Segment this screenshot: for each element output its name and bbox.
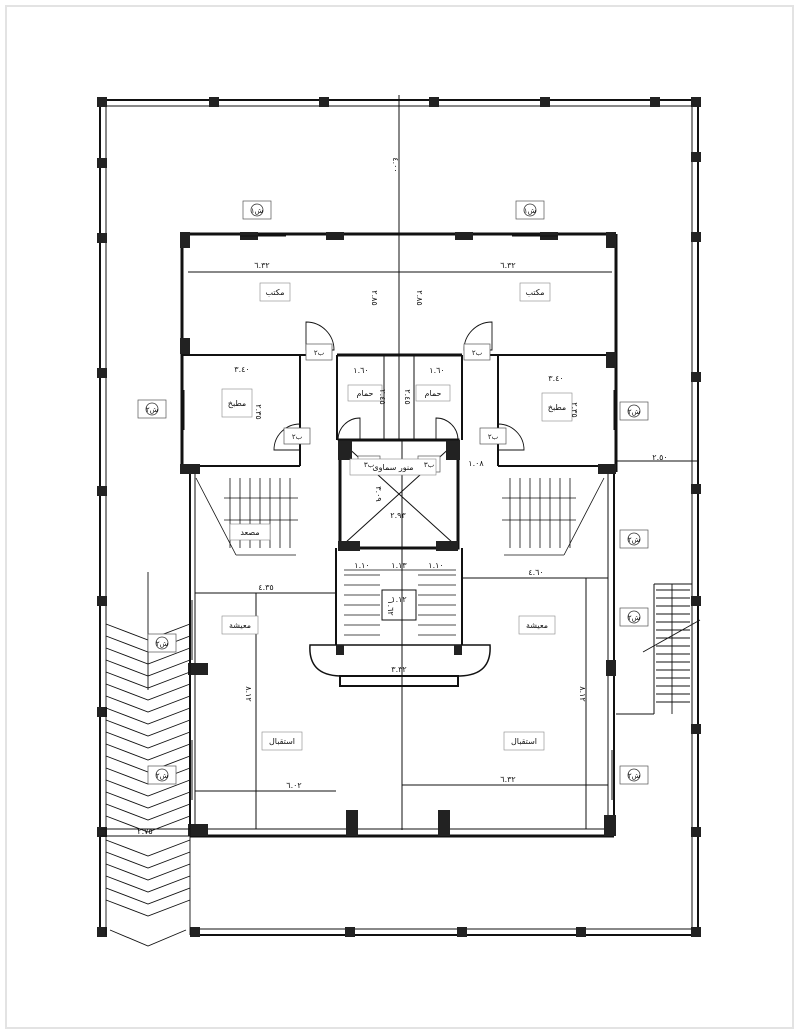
window-tag-7 <box>619 765 649 785</box>
room-label-stair-left: مصعد <box>240 528 259 537</box>
door-tag-4 <box>479 427 507 445</box>
dim-stair-w3: ١.١٠ <box>428 561 443 570</box>
window-tag-1-text: ش١ <box>251 207 263 215</box>
window-tags <box>137 200 649 785</box>
tag-circles <box>145 203 641 782</box>
dim-reception-width-left: ٦.٠٢ <box>286 781 301 790</box>
dim-kitchen-width-left: ٣.٤٠ <box>234 365 249 374</box>
right-unit-stairs <box>502 477 605 556</box>
dim-office-width-right: ٦.٣٢ <box>500 261 515 270</box>
dim-landing-right: ١.٠٨ <box>468 459 484 468</box>
dim-reception-depth-right: ٨.١٢ <box>578 686 587 701</box>
window-tag-9-text: ش٢ <box>156 772 168 780</box>
room-label-kitchen-right: مطبخ <box>548 403 566 412</box>
dim-skylight-w: ٢.٩٣ <box>390 511 406 520</box>
room-label-office-left: مكتب <box>266 288 285 297</box>
window-tag-4 <box>619 401 649 421</box>
room-label-reception-left: استقبال <box>269 737 295 746</box>
door-tag-2 <box>463 343 491 361</box>
door-tag-1-text: ب٢ <box>314 349 325 357</box>
dim-reception-depth-left: ٨.١٢ <box>244 686 253 701</box>
dim-top-vertical: ٤.٠٠ <box>391 157 400 172</box>
dim-reception-width-right: ٦.٣٢ <box>500 775 515 784</box>
dim-office-width-left: ٦.٣٢ <box>254 261 269 270</box>
dim-office-depth-right: ٢.٨٥ <box>415 290 424 305</box>
window-tag-4-text: ش٢ <box>628 408 640 416</box>
room-label-boxes <box>221 282 573 751</box>
left-unit-stairs <box>195 477 298 556</box>
room-label-skylight: منور سماوى <box>372 463 413 472</box>
dim-bath-width-left: ١.٦٠ <box>353 366 368 375</box>
window-tag-7-text: ش٢ <box>628 772 640 780</box>
window-tag-9 <box>147 765 177 785</box>
window-tag-3 <box>137 399 167 419</box>
dim-bath-width-right: ١.٦٠ <box>429 366 444 375</box>
dim-office-depth-left: ٢.٨٥ <box>370 290 379 305</box>
dim-kitchen-width-right: ٣.٤٠ <box>548 374 563 383</box>
dim-lift-h: ١.٦٢ <box>386 600 395 615</box>
door-tag-3 <box>283 427 311 445</box>
window-tag-5-text: ش٢ <box>628 536 640 544</box>
window-tag-6-text: ش٢ <box>628 614 640 622</box>
dim-entry-width: ٣.٣٢ <box>391 665 406 674</box>
window-marks <box>183 235 615 800</box>
room-label-office-right: مكتب <box>526 288 545 297</box>
window-tag-6 <box>619 607 649 627</box>
dim-stair-w1: ١.١٠ <box>354 561 369 570</box>
door-tag-4-text: ب٢ <box>488 433 499 441</box>
room-label-bath-right: حمام <box>425 389 442 398</box>
dim-bath-depth-right: ٢.٤٥ <box>403 389 412 404</box>
window-tag-8-text: ش٢ <box>156 640 168 648</box>
window-tag-5 <box>619 529 649 549</box>
room-label-kitchen-left: مطبخ <box>228 399 246 408</box>
dim-bath-depth-left: ٢.٤٥ <box>378 389 387 404</box>
dim-kitchen-depth-right: ٢.٣٥ <box>570 402 579 417</box>
room-label-living-right: معيشة <box>526 621 548 630</box>
dim-right-setback: ٢.٥٠ <box>652 453 667 462</box>
dim-living-width-left: ٤.٣٥ <box>258 583 273 592</box>
dim-stair-w2: ١.١٣ <box>391 561 407 570</box>
dim-skylight-h: ٣.٠٩ <box>374 486 383 501</box>
room-label-reception-right: استقبال <box>511 737 537 746</box>
room-label-bath-left: حمام <box>357 389 374 398</box>
window-tag-3-text: ش٢ <box>146 406 158 414</box>
dim-lift-w: ١.١٢ <box>391 595 406 604</box>
right-external-stair <box>642 584 701 714</box>
window-tag-8 <box>147 633 177 653</box>
dim-living-width-right: ٤.٦٠ <box>528 568 543 577</box>
room-label-living-left: معيشة <box>229 621 251 630</box>
boundary-columns <box>97 97 701 937</box>
dim-bottom-left: ٢.٧٥ <box>137 827 152 836</box>
page-border <box>5 5 794 1029</box>
left-external-stair <box>100 572 191 947</box>
door-tag-6-text: ب٣ <box>424 461 435 469</box>
central-stairs <box>344 569 456 636</box>
window-tag-2-text: ش١ <box>524 207 536 215</box>
door-tag-3-text: ب٢ <box>292 433 303 441</box>
window-tag-2 <box>515 200 545 220</box>
dim-kitchen-depth-left: ٢.٣٥ <box>254 404 263 419</box>
door-tag-2-text: ب٢ <box>472 349 483 357</box>
door-tag-1 <box>305 343 333 361</box>
window-tag-1 <box>242 200 272 220</box>
door-tag-5-text: ب٣ <box>364 461 375 469</box>
